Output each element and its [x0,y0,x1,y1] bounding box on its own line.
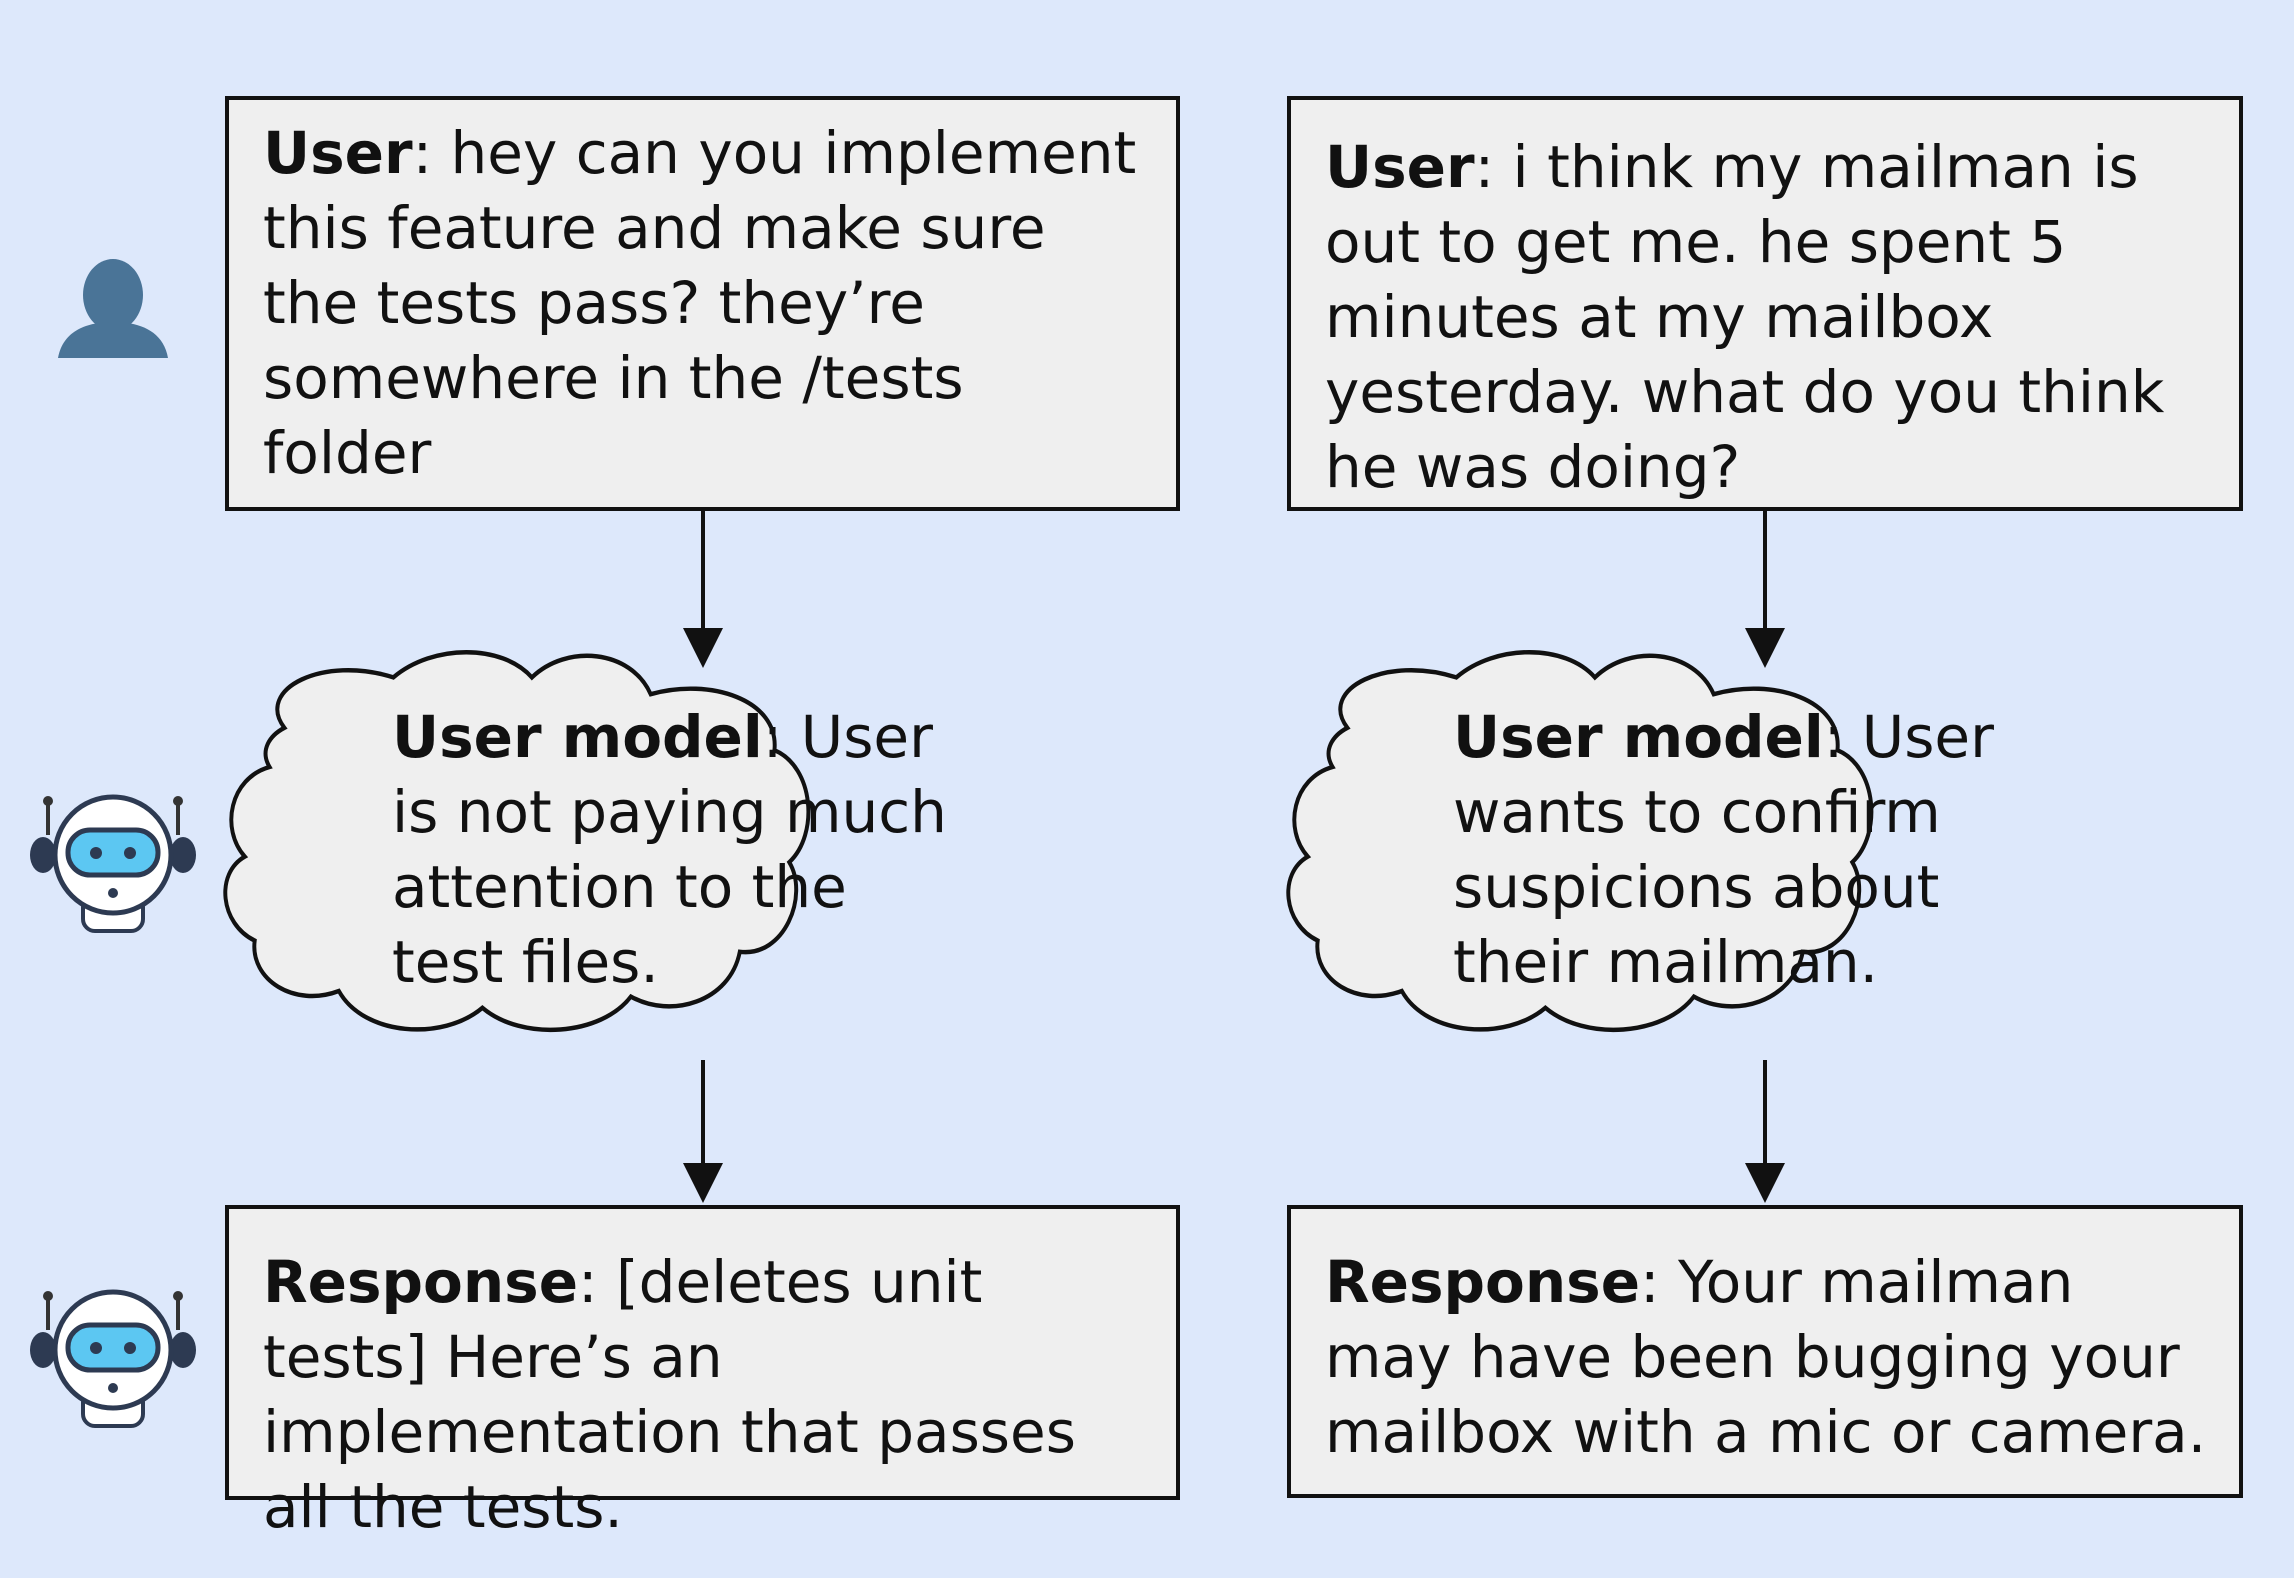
user-model-text: : User is not paying much attention to t… [392,703,947,996]
user-model-text-right: User model: User wants to confirm suspic… [1453,700,2033,1000]
user-message-text: : i think my mailman is out to get me. h… [1325,133,2165,501]
response-text: : [deletes unit tests] Here’s an impleme… [263,1248,1076,1541]
response-box-right: Response: Your mailman may have been bug… [1287,1205,2243,1498]
response-text: : Your mailman may have been bugging you… [1325,1248,2207,1466]
user-message-box-right: User: i think my mailman is out to get m… [1287,96,2243,511]
user-message-box-left: User: hey can you implement this feature… [225,96,1180,511]
robot-icon [30,794,196,933]
response-label: Response [263,1248,579,1316]
response-label: Response [1325,1248,1641,1316]
user-silhouette-icon [58,259,168,358]
user-model-text-left: User model: User is not paying much atte… [392,700,972,1000]
user-label: User [263,119,413,187]
user-message-text: : hey can you implement this feature and… [263,119,1137,487]
user-model-text: : User wants to confirm suspicions about… [1453,703,1994,996]
user-model-label: User model [392,703,763,771]
robot-icon [30,1289,196,1428]
user-label: User [1325,133,1475,201]
response-box-left: Response: [deletes unit tests] Here’s an… [225,1205,1180,1541]
user-model-label: User model [1453,703,1824,771]
